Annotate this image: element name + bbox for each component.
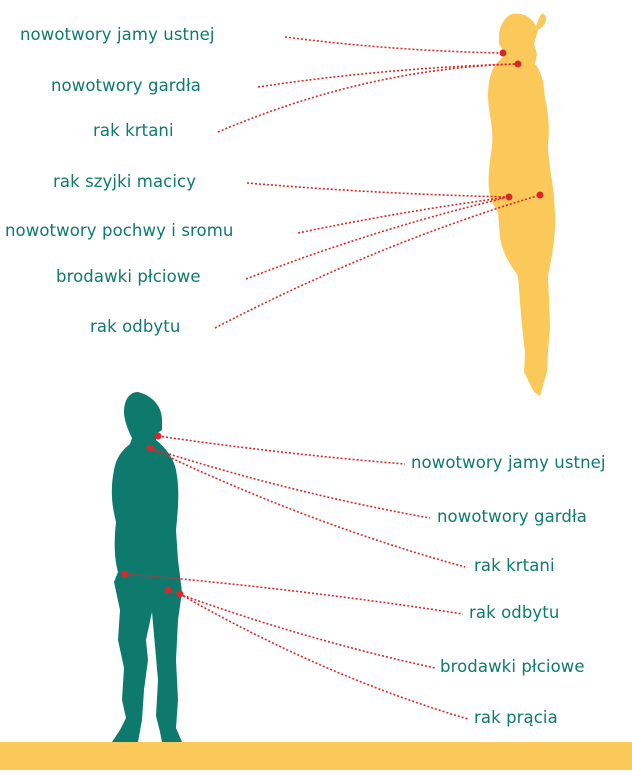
man-label-larynx-cancer: rak krtani bbox=[474, 556, 555, 576]
man-dot-mouth bbox=[155, 433, 162, 440]
woman-label-anal-cancer: rak odbytu bbox=[90, 317, 180, 337]
man-dot-genital-b bbox=[177, 591, 184, 598]
man-label-anal-cancer: rak odbytu bbox=[469, 603, 559, 623]
woman-dot-pelvis bbox=[506, 194, 513, 201]
woman-label-vaginal-vulvar-cancer: nowotwory pochwy i sromu bbox=[5, 221, 233, 241]
woman-dot-mouth bbox=[500, 50, 507, 57]
man-label-throat-cancer: nowotwory gardła bbox=[437, 507, 587, 527]
man-dot-anus bbox=[122, 571, 129, 578]
man-line-penile bbox=[180, 594, 468, 719]
man-label-genital-warts: brodawki płciowe bbox=[440, 657, 585, 677]
woman-label-larynx-cancer: rak krtani bbox=[93, 121, 174, 141]
man-dot-genital-a bbox=[165, 587, 172, 594]
woman-dot-anus bbox=[537, 192, 544, 199]
woman-dot-throat bbox=[515, 61, 522, 68]
woman-line-oral bbox=[285, 37, 503, 53]
man-label-oral-cancer: nowotwory jamy ustnej bbox=[411, 453, 606, 473]
woman-silhouette bbox=[488, 14, 555, 396]
man-silhouette bbox=[112, 392, 182, 742]
man-line-throat bbox=[150, 448, 430, 518]
woman-line-cervical bbox=[247, 183, 509, 197]
woman-line-larynx bbox=[218, 64, 518, 132]
woman-label-genital-warts: brodawki płciowe bbox=[56, 267, 201, 287]
woman-label-throat-cancer: nowotwory gardła bbox=[51, 76, 201, 96]
woman-label-cervical-cancer: rak szyjki macicy bbox=[53, 172, 196, 192]
woman-line-anal bbox=[215, 195, 540, 328]
man-label-penile-cancer: rak prącia bbox=[474, 708, 558, 728]
ground-strip bbox=[0, 742, 632, 770]
man-dot-throat bbox=[147, 445, 154, 452]
man-line-oral bbox=[158, 436, 405, 464]
woman-label-oral-cancer: nowotwory jamy ustnej bbox=[20, 25, 215, 45]
woman-line-warts bbox=[246, 197, 509, 279]
woman-line-throat bbox=[258, 64, 518, 87]
